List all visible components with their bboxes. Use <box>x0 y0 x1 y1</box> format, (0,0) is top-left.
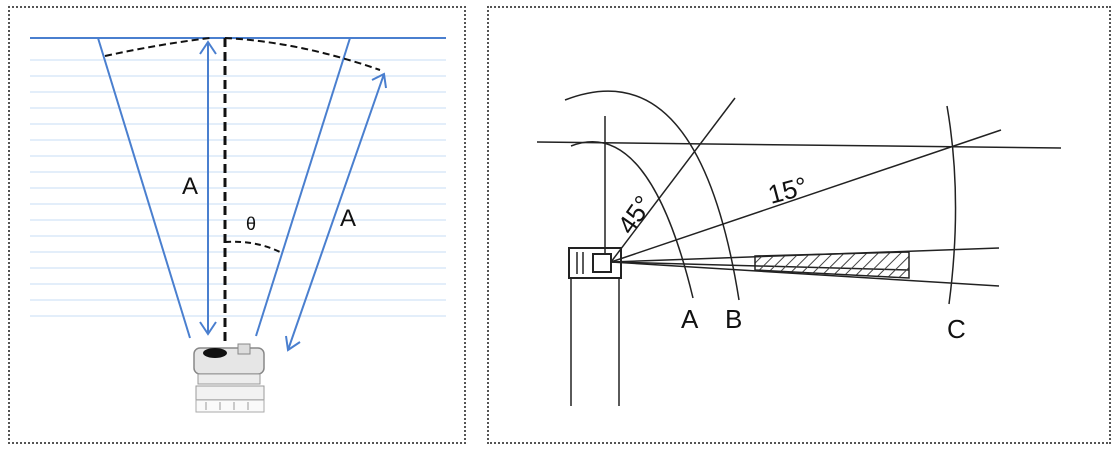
vertical-distance-arrow <box>199 40 217 336</box>
dashed-arc-left <box>104 37 211 57</box>
label-point-b: B <box>725 304 742 334</box>
label-a-tilted: A <box>340 205 356 232</box>
hatched-region <box>754 251 910 279</box>
label-45-deg: 45° <box>611 190 658 239</box>
arc-c <box>946 105 957 305</box>
tilted-beam-diagram: A A θ <box>30 37 446 413</box>
dashed-arc-right <box>224 37 381 71</box>
angle-arc <box>224 240 281 253</box>
tilted-distance-arrow <box>285 72 387 352</box>
sonar-device-icon <box>193 343 265 413</box>
line-45-deg <box>610 97 736 263</box>
label-a-vertical: A <box>182 173 198 200</box>
emitter-box <box>592 253 612 273</box>
horizontal-line <box>536 141 1062 149</box>
label-theta: θ <box>246 214 256 234</box>
beam-lower-line <box>610 261 1000 287</box>
arc-a <box>570 141 694 299</box>
right-diagram-panel: 45° 15° A B C <box>487 6 1111 444</box>
beam-left-edge <box>97 37 191 339</box>
label-15-deg: 15° <box>765 171 811 210</box>
arc-b <box>564 90 740 301</box>
angle-geometry-diagram: 45° 15° A B C <box>536 90 1062 406</box>
left-diagram-panel: A A θ <box>8 6 466 444</box>
water-lines <box>30 59 446 317</box>
label-point-a: A <box>681 304 699 334</box>
beam-right-edge <box>255 37 351 337</box>
label-point-c: C <box>947 314 966 344</box>
